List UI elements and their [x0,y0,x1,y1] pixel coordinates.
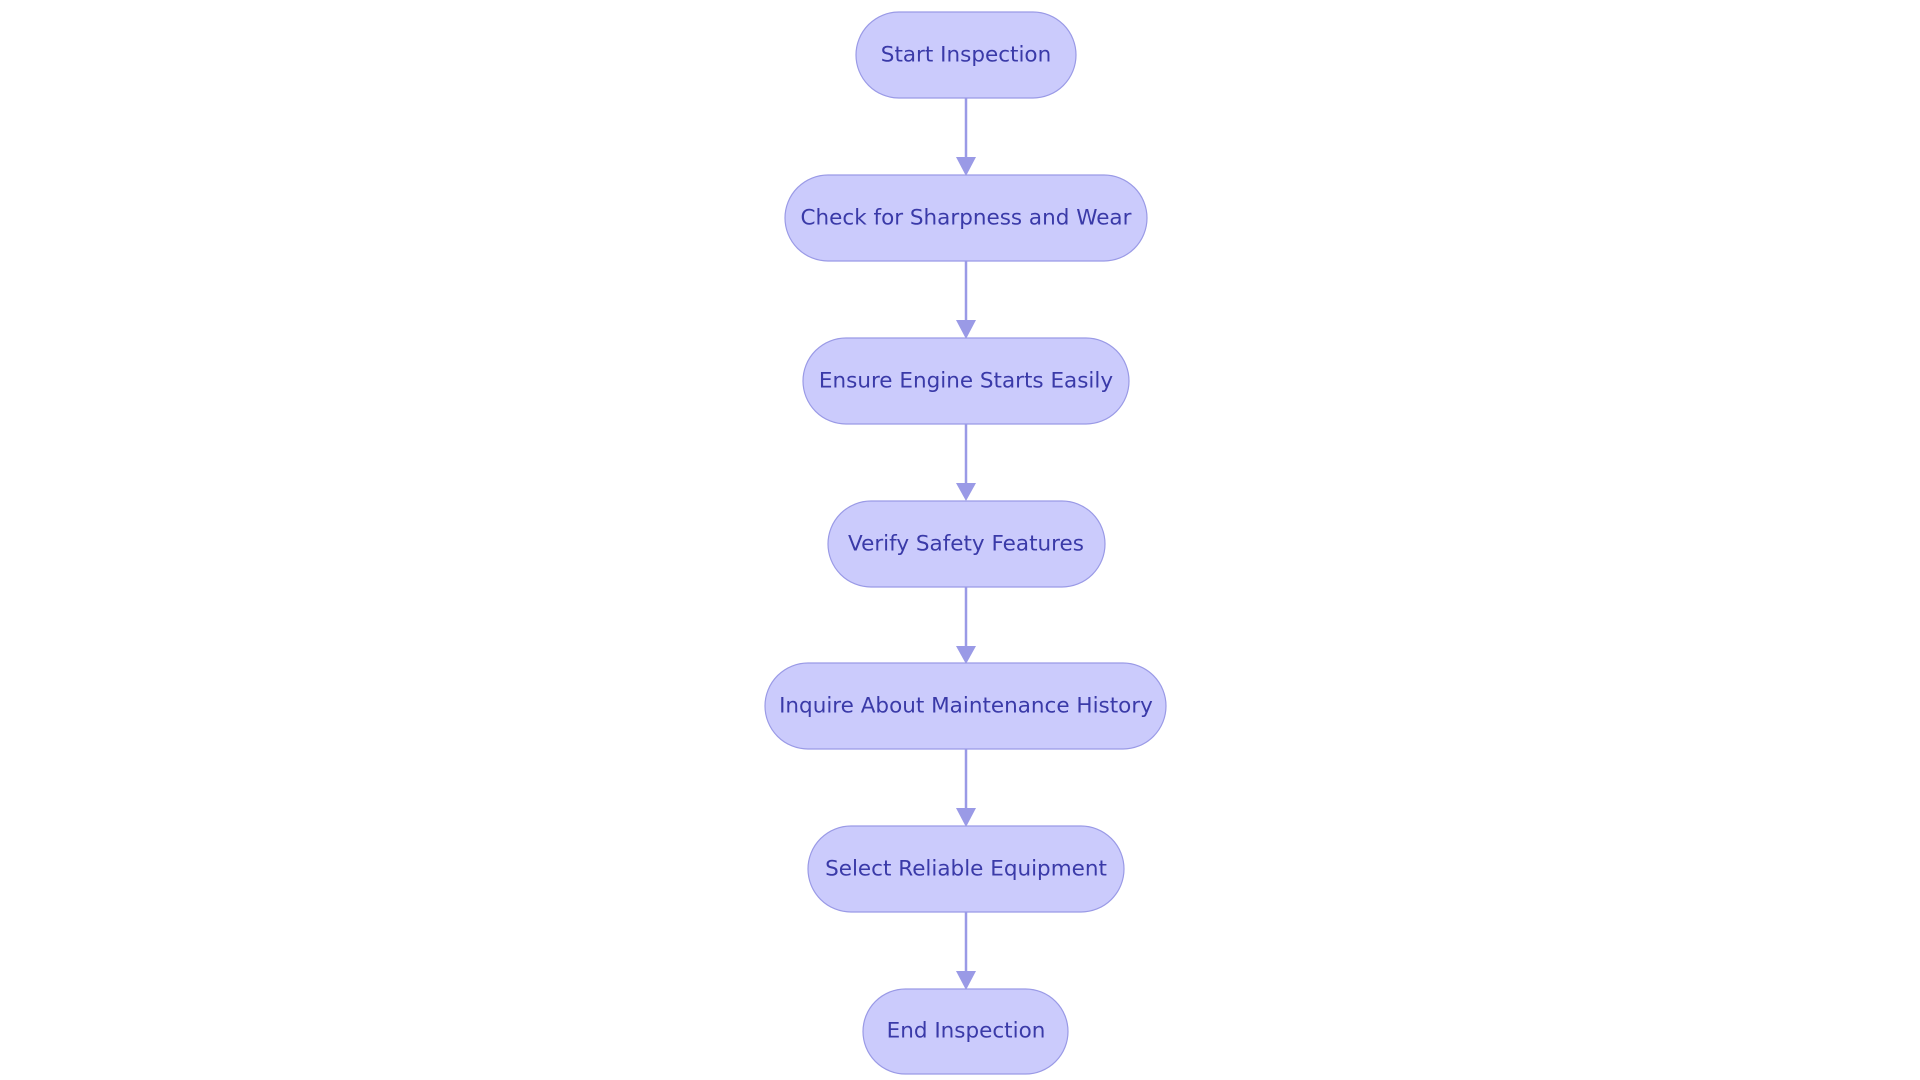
node-label: Ensure Engine Starts Easily [819,369,1113,394]
node-ensure-engine-starts: Ensure Engine Starts Easily [802,337,1130,425]
node-check-sharpness-wear: Check for Sharpness and Wear [784,174,1148,262]
node-label: Select Reliable Equipment [825,857,1107,882]
edge-start-to-sharpness [956,98,976,176]
edge-safety-to-maintenance [956,587,976,664]
node-inquire-maintenance-history: Inquire About Maintenance History [764,662,1167,750]
edge-sharpness-to-engine [956,261,976,339]
node-label: Verify Safety Features [848,532,1084,557]
node-label: Check for Sharpness and Wear [801,206,1132,231]
node-select-reliable-equipment: Select Reliable Equipment [807,825,1125,913]
edge-maintenance-to-select [956,749,976,827]
node-label: Start Inspection [881,43,1051,68]
node-start-inspection: Start Inspection [855,11,1077,99]
edge-select-to-end [956,912,976,990]
edge-engine-to-safety [956,424,976,501]
node-end-inspection: End Inspection [862,988,1069,1075]
node-label: End Inspection [887,1019,1046,1044]
node-label: Inquire About Maintenance History [779,694,1153,719]
node-verify-safety-features: Verify Safety Features [827,500,1106,588]
